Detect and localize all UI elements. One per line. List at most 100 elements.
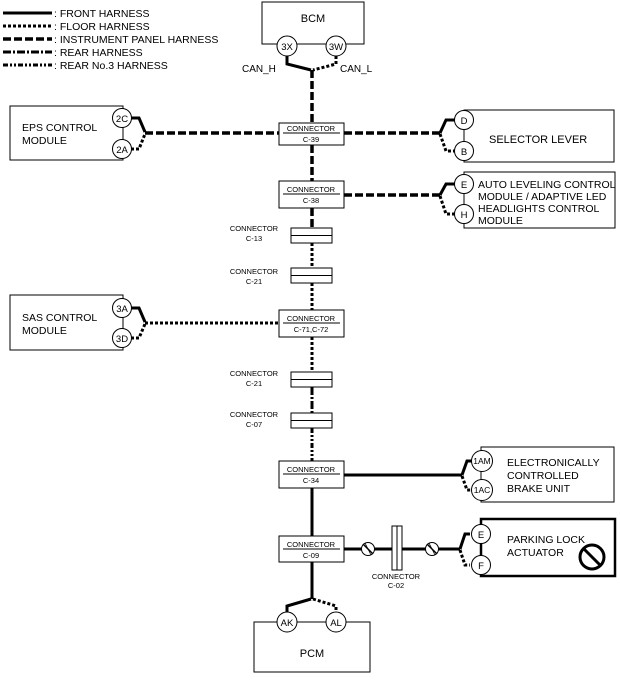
svg-text:E: E (478, 530, 484, 541)
auto-leveling-control-module: AUTO LEVELING CONTROL MODULE / ADAPTIVE … (454, 171, 616, 229)
connector-c07: CONNECTOR C-07 (230, 410, 333, 429)
wire-bcm-can-l (312, 56, 338, 72)
wire-selector-d (438, 118, 455, 134)
bcm-module: BCM 3X 3W CAN_H CAN_L (242, 1, 373, 75)
pin-3x (276, 35, 298, 57)
connector-c09: CONNECTOR C-09 (278, 535, 345, 563)
svg-text:MODULE / ADAPTIVE LED: MODULE / ADAPTIVE LED (478, 191, 607, 203)
svg-text:C-21: C-21 (246, 379, 262, 388)
svg-text:: FLOOR HARNESS: : FLOOR HARNESS (54, 21, 150, 33)
svg-text:: REAR HARNESS: : REAR HARNESS (54, 47, 143, 59)
wire-pcm-ak (285, 597, 312, 613)
connector-c13: CONNECTOR C-13 (230, 224, 333, 244)
svg-text:: FRONT HARNESS: : FRONT HARNESS (54, 8, 149, 20)
branch-mark-icon (361, 542, 375, 556)
svg-text:1AM: 1AM (473, 456, 490, 466)
svg-text:C-38: C-38 (303, 196, 319, 205)
svg-text:BRAKE UNIT: BRAKE UNIT (507, 483, 571, 495)
wire-pcm-al (312, 597, 338, 613)
wire-auto-leveling-e (438, 182, 455, 196)
eps-control-module: EPS CONTROL MODULE 2C 2A (9, 105, 132, 161)
svg-text:CONNECTOR: CONNECTOR (287, 185, 336, 194)
pin-e-parking (471, 524, 491, 544)
wire-eps-2a (131, 133, 147, 151)
svg-text:MODULE: MODULE (22, 135, 67, 147)
svg-text:CONNECTOR: CONNECTOR (372, 572, 421, 581)
connector-c21-upper: CONNECTOR C-21 (230, 267, 333, 286)
svg-text:H: H (461, 210, 468, 221)
legend: : FRONT HARNESS : FLOOR HARNESS : INSTRU… (3, 8, 218, 72)
svg-text:PARKING LOCK: PARKING LOCK (507, 534, 585, 546)
pin-e (454, 174, 474, 194)
pin-2a (112, 139, 132, 159)
svg-text:C-07: C-07 (246, 420, 262, 429)
pin-f-parking (471, 555, 491, 575)
svg-text:: INSTRUMENT PANEL HARNESS: : INSTRUMENT PANEL HARNESS (54, 34, 218, 46)
svg-text:2C: 2C (116, 114, 128, 125)
connector-c34: CONNECTOR C-34 (278, 460, 345, 489)
svg-text:C-09: C-09 (303, 551, 319, 560)
svg-text:AK: AK (281, 618, 294, 629)
pcm-module: PCM AK AL (253, 611, 371, 673)
svg-text:PCM: PCM (300, 648, 324, 660)
svg-text:3X: 3X (281, 42, 293, 53)
svg-text:C-02: C-02 (388, 581, 404, 590)
wire-parking-f (458, 549, 470, 567)
svg-text:CONNECTOR: CONNECTOR (230, 369, 279, 378)
svg-text:ACTUATOR: ACTUATOR (507, 547, 564, 559)
svg-text:CONNECTOR: CONNECTOR (230, 410, 279, 419)
legend-item-floor: : FLOOR HARNESS (3, 21, 150, 33)
pin-b (454, 141, 474, 161)
svg-text:B: B (461, 147, 467, 158)
connector-c21-lower: CONNECTOR C-21 (230, 369, 333, 388)
connector-c38: CONNECTOR C-38 (278, 180, 345, 209)
svg-text:C-71,C-72: C-71,C-72 (294, 325, 329, 334)
svg-text:HEADLIGHTS CONTROL: HEADLIGHTS CONTROL (478, 203, 600, 215)
svg-text:ELECTRONICALLY: ELECTRONICALLY (507, 457, 600, 469)
svg-text:CONNECTOR: CONNECTOR (287, 465, 336, 474)
wire-brake-1am (460, 459, 472, 476)
svg-text:SAS CONTROL: SAS CONTROL (22, 312, 97, 324)
svg-text:CONNECTOR: CONNECTOR (287, 314, 336, 323)
wire-brake-1ac (460, 475, 472, 492)
branch-mark-icon (425, 542, 439, 556)
wire-bcm-can-h (285, 56, 312, 72)
legend-item-rear: : REAR HARNESS (3, 47, 143, 59)
wire-sas-3d (131, 323, 147, 340)
svg-text:2A: 2A (116, 145, 128, 156)
pin-1am (471, 450, 493, 472)
legend-item-instrument-panel: : INSTRUMENT PANEL HARNESS (3, 34, 218, 46)
pin-2c (112, 108, 132, 128)
svg-text:D: D (461, 116, 468, 127)
pin-3w (325, 35, 347, 57)
can-h-label: CAN_H (242, 64, 276, 75)
svg-text:BCM: BCM (301, 13, 325, 25)
sas-control-module: SAS CONTROL MODULE 3A 3D (9, 294, 132, 351)
svg-text:MODULE: MODULE (478, 215, 523, 227)
svg-text:C-34: C-34 (303, 476, 319, 485)
pin-3d (112, 328, 132, 348)
svg-text:MODULE: MODULE (22, 325, 67, 337)
svg-text:CONNECTOR: CONNECTOR (230, 224, 279, 233)
svg-text:C-39: C-39 (303, 135, 319, 144)
svg-text:3W: 3W (329, 42, 343, 53)
wire-selector-b (438, 133, 455, 153)
svg-text:EPS CONTROL: EPS CONTROL (22, 122, 97, 134)
svg-text:E: E (461, 180, 467, 191)
pin-d (454, 110, 474, 130)
pin-3a (112, 298, 132, 318)
svg-text:3A: 3A (116, 304, 128, 315)
svg-text:1AC: 1AC (474, 485, 491, 495)
connector-c02: CONNECTOR C-02 (372, 525, 421, 590)
svg-text:C-21: C-21 (246, 277, 262, 286)
wire-sas-3a (131, 306, 147, 323)
prohibited-icon (578, 543, 606, 571)
svg-text:AUTO LEVELING CONTROL: AUTO LEVELING CONTROL (478, 179, 616, 191)
svg-text:C-13: C-13 (246, 234, 262, 243)
parking-lock-actuator-module: PARKING LOCK ACTUATOR E F (471, 517, 617, 578)
svg-text:AL: AL (330, 618, 342, 629)
svg-text:3D: 3D (116, 334, 128, 345)
legend-item-rear-no3: : REAR No.3 HARNESS (3, 60, 168, 72)
svg-text:CONNECTOR: CONNECTOR (230, 267, 279, 276)
